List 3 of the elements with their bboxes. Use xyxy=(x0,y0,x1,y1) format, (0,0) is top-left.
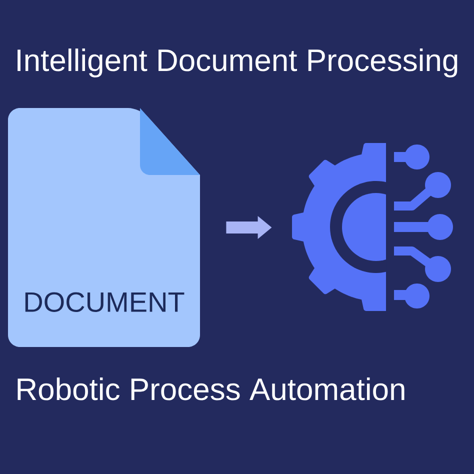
title: Intelligent Document Processing xyxy=(18,48,458,78)
caption: Robotic Process Automation xyxy=(18,378,404,400)
gear-circuit-icon xyxy=(292,143,453,311)
